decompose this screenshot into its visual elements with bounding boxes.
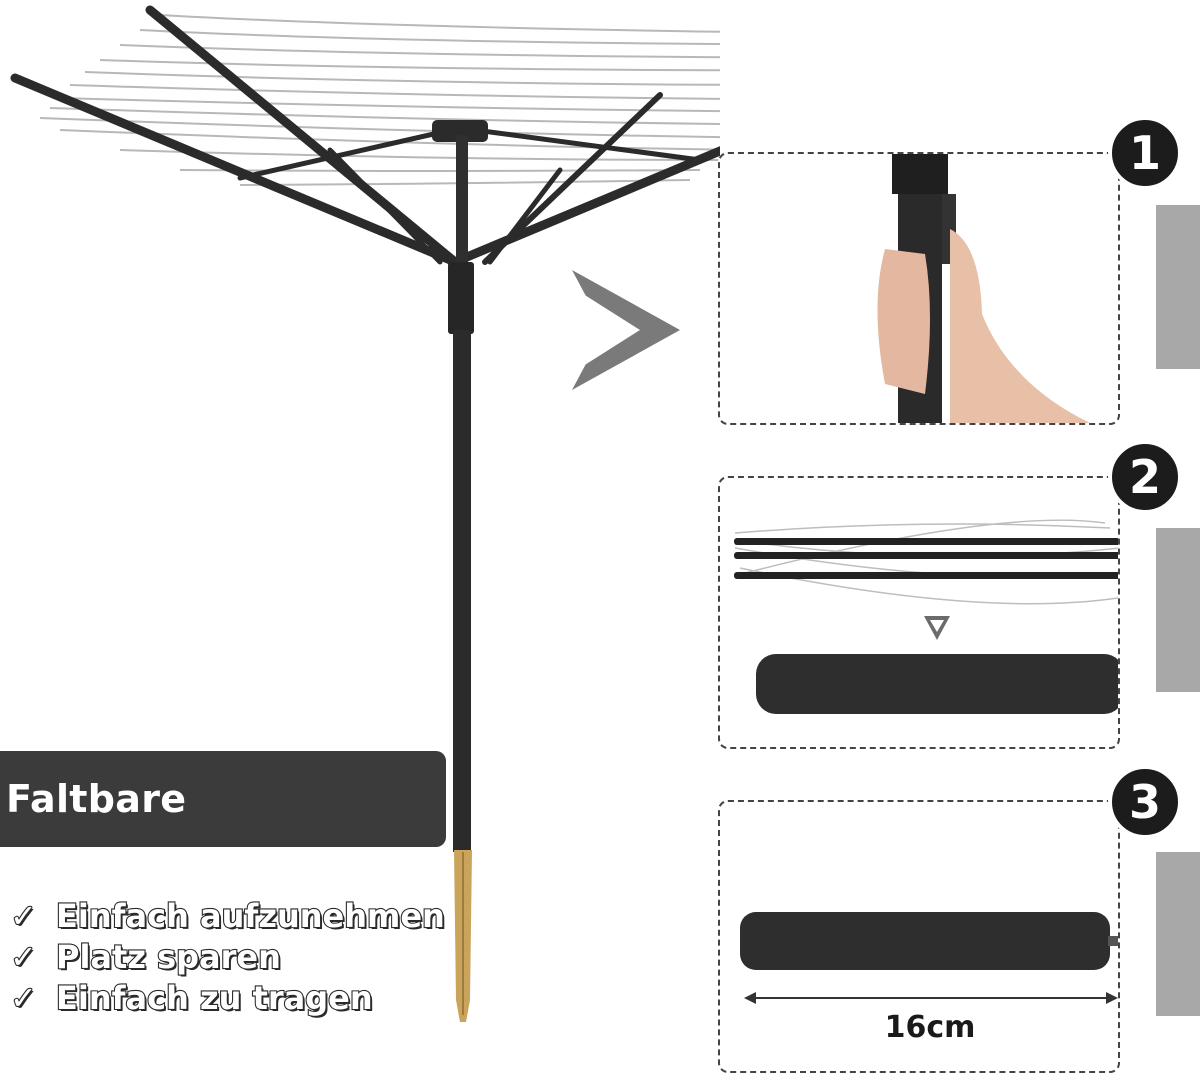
step-2-side-tab <box>1156 528 1200 692</box>
storage-bag <box>756 654 1124 714</box>
step-3-panel <box>718 800 1130 1073</box>
feature-item: ✓ Einfach zu tragen <box>9 978 374 1018</box>
checkmark-icon: ✓ <box>9 937 38 977</box>
feature-text: Platz sparen <box>55 937 282 977</box>
top-hub <box>432 120 488 142</box>
feature-text: Einfach zu tragen <box>55 978 374 1018</box>
upper-pole <box>456 135 468 265</box>
step-3-badge: 3 <box>1108 765 1182 839</box>
dryer-arms <box>10 5 720 267</box>
hand-release-pole-image <box>877 154 1090 423</box>
measurement-label: 16cm <box>884 1010 976 1045</box>
step-2-badge: 2 <box>1108 440 1182 514</box>
feature-text: Einfach aufzunehmen <box>55 896 446 936</box>
washing-lines <box>39 14 720 186</box>
step-1-side-tab <box>1156 205 1200 369</box>
feature-item: ✓ Einfach aufzunehmen <box>9 896 446 936</box>
checkmark-icon: ✓ <box>9 978 38 1018</box>
folded-arms-image <box>734 519 1154 714</box>
step-2-panel <box>718 476 1154 749</box>
main-pole <box>453 330 471 852</box>
page-title: Faltbare Ausführung <box>0 751 446 917</box>
checkmark-icon: ✓ <box>9 896 38 936</box>
step-3-side-tab <box>1156 852 1200 1016</box>
step-1-panel <box>718 152 1120 425</box>
rotary-dryer-illustration <box>10 5 720 1022</box>
arrow-right-icon <box>572 270 680 390</box>
pole-joint <box>448 262 474 334</box>
feature-item: ✓ Platz sparen <box>9 937 282 977</box>
step-1-badge: 1 <box>1108 116 1182 190</box>
